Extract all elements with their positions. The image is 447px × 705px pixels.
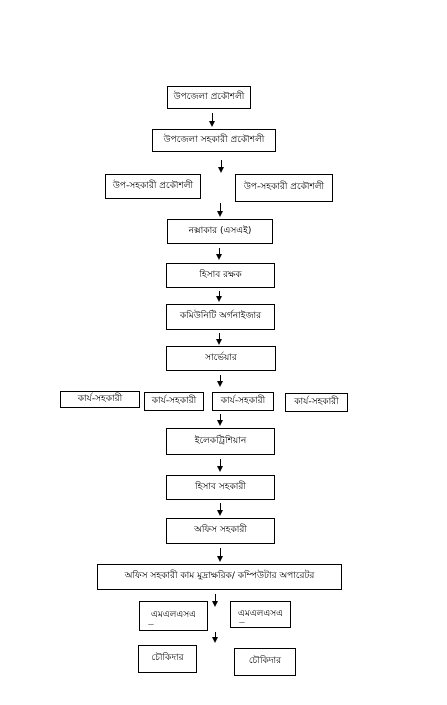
node-label: সার্ভেয়ার xyxy=(205,352,237,363)
node-sub-assistant-engineer-1: উপ-সহকারী প্রকৌশলী xyxy=(105,174,201,199)
node-mlss-2: এমএলএসএ — xyxy=(230,601,291,628)
node-draftsman: নক্সাকার (এসএই) xyxy=(167,219,273,244)
node-label: নক্সাকার (এসএই) xyxy=(188,225,252,236)
node-label: উপজেলা সহকারী প্রকৌশলী xyxy=(163,134,265,145)
arrow-3 xyxy=(217,203,223,217)
node-label: কার্য-সহকারী xyxy=(220,395,266,406)
node-community-organizer: কমিউনিটি অর্গনাইজার xyxy=(166,304,275,330)
arrow-2 xyxy=(218,160,224,173)
node-label: হিসাব সহকারী xyxy=(195,481,246,492)
node-label: উপ-সহকারী প্রকৌশলী xyxy=(112,180,194,191)
arrow-8 xyxy=(217,414,223,426)
node-upazila-assistant-engineer: উপজেলা সহকারী প্রকৌশলী xyxy=(152,129,276,152)
node-label: কার্য-সহকারী xyxy=(151,395,197,406)
node-upazila-engineer: উপজেলা প্রকৌশলী xyxy=(167,86,251,109)
node-guard-2: চৌকিদার xyxy=(234,648,296,676)
node-accounts-assistant: হিসাব সহকারী xyxy=(166,475,275,500)
node-work-assistant-1: কার্য-সহকারী xyxy=(60,391,140,408)
node-label: হিসাব রক্ষক xyxy=(199,269,242,280)
arrow-7 xyxy=(217,375,223,387)
node-work-assistant-2: কার্য-সহকারী xyxy=(144,392,204,411)
node-sub-assistant-engineer-2: উপ-সহকারী প্রকৌশলী xyxy=(235,174,333,202)
arrow-10 xyxy=(217,503,223,516)
node-electrician: ইলেকট্রিশিয়ান xyxy=(166,428,275,455)
node-mlss-1: এমএলএসএ — xyxy=(139,601,208,631)
node-label: এমএলএসএ xyxy=(237,608,284,619)
node-office-assistant-typist: অফিস সহকারী কাম মুদ্রাক্ষরিক/ কম্পিউটার … xyxy=(97,564,342,590)
dash-mark: — xyxy=(239,619,245,626)
node-work-assistant-4: কার্য-সহকারী xyxy=(285,393,348,412)
dash-mark: — xyxy=(148,621,154,628)
arrow-13 xyxy=(212,632,218,643)
node-label: চৌকিদার xyxy=(248,656,282,667)
node-surveyor: সার্ভেয়ার xyxy=(166,346,276,371)
node-guard-1: চৌকিদার xyxy=(138,645,197,673)
node-office-assistant: অফিস সহকারী xyxy=(166,518,275,544)
node-label: কমিউনিটি অর্গনাইজার xyxy=(179,311,262,322)
node-label: অফিস সহকারী কাম মুদ্রাক্ষরিক/ কম্পিউটার … xyxy=(124,571,315,582)
node-label: উপ-সহকারী প্রকৌশলী xyxy=(243,182,325,193)
node-label: ইলেকট্রিশিয়ান xyxy=(194,435,247,446)
arrow-5 xyxy=(216,291,222,302)
node-label: উপজেলা প্রকৌশলী xyxy=(173,91,245,102)
arrow-1 xyxy=(209,113,215,127)
node-accountant: হিসাব রক্ষক xyxy=(166,263,275,288)
arrow-6 xyxy=(216,333,222,345)
arrow-9 xyxy=(217,459,223,472)
node-label: এমএলএসএ xyxy=(150,610,197,621)
node-work-assistant-3: কার্য-সহকারী xyxy=(212,392,274,411)
arrow-4 xyxy=(216,248,222,260)
arrow-11 xyxy=(217,548,223,562)
node-label: কার্য-সহকারী xyxy=(77,393,123,404)
node-label: অফিস সহকারী xyxy=(194,525,247,536)
node-label: চৌকিদার xyxy=(151,653,184,664)
arrow-12 xyxy=(212,594,218,607)
node-label: কার্য-সহকারী xyxy=(294,396,339,407)
